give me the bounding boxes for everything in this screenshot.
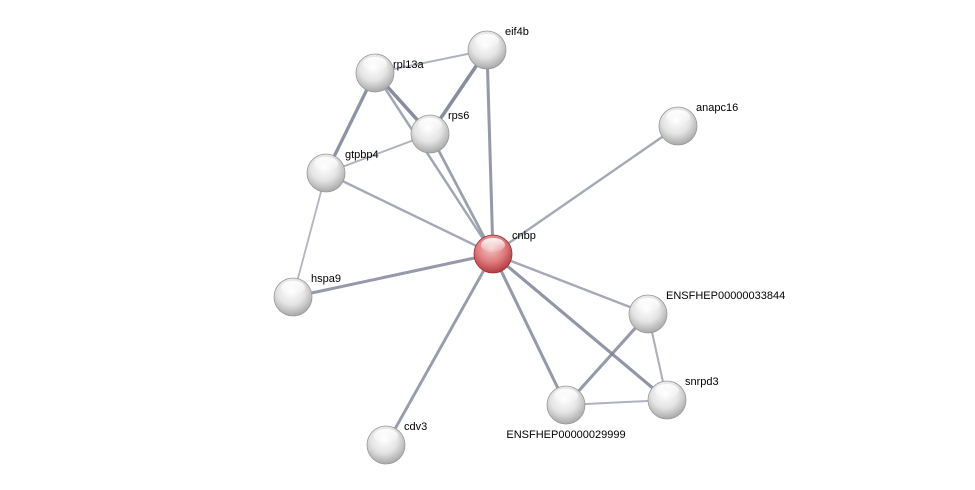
edge-gtpbp4-cnbp[interactable] (325, 171, 494, 256)
node-highlight (314, 157, 338, 171)
node-highlight (636, 298, 660, 312)
node-rps6[interactable] (410, 114, 450, 154)
node-label: anapc16 (696, 102, 738, 114)
node-label: hspa9 (311, 273, 341, 285)
edge-gtpbp4-hspa9[interactable] (292, 172, 327, 298)
node-anapc16[interactable] (658, 106, 698, 146)
edge-hspa9-cnbp[interactable] (292, 252, 494, 299)
node-rpl13a[interactable] (355, 53, 395, 93)
node-highlight (281, 281, 305, 295)
node-highlight (374, 429, 398, 443)
node-label: gtpbp4 (345, 149, 379, 161)
nodes-layer: rpl13a eif4b rps6 gtpbp4 anapc16 cnbp hspa9ENS… (273, 26, 785, 465)
edges-layer (292, 49, 679, 446)
node-eif4b[interactable] (467, 30, 507, 70)
edge-ENSFHEP00000033844-ENSFHEP00000029999[interactable] (564, 312, 650, 407)
edge-rpl13a-cnbp[interactable] (373, 72, 495, 255)
node-label: rpl13a (393, 59, 424, 71)
node-label: cdv3 (404, 421, 427, 433)
node-snrpd3[interactable] (647, 380, 687, 420)
node-label: snrpd3 (685, 376, 719, 388)
node-label: ENSFHEP00000029999 (506, 429, 625, 441)
node-gtpbp4[interactable] (306, 153, 346, 193)
node-cdv3[interactable] (366, 425, 406, 465)
node-highlight (418, 118, 442, 132)
edge-cnbp-cdv3[interactable] (384, 253, 495, 446)
node-label: cnbp (512, 230, 536, 242)
node-label: ENSFHEP00000033844 (666, 290, 785, 302)
edge-cnbp-ENSFHEP00000033844[interactable] (492, 252, 649, 316)
node-ENSFHEP00000029999[interactable] (546, 385, 586, 425)
edge-rps6-cnbp[interactable] (428, 133, 495, 255)
edge-cnbp-ENSFHEP00000029999[interactable] (491, 253, 568, 406)
node-highlight (655, 384, 679, 398)
node-highlight (363, 57, 387, 71)
edge-cnbp-snrpd3[interactable] (491, 252, 669, 402)
node-cnbp[interactable] (473, 234, 513, 274)
node-highlight (475, 34, 499, 48)
node-hspa9[interactable] (273, 277, 313, 317)
node-highlight (666, 110, 690, 124)
node-label: eif4b (505, 26, 529, 38)
node-ENSFHEP00000033844[interactable] (628, 294, 668, 334)
node-highlight (481, 238, 505, 252)
node-highlight (554, 389, 578, 403)
edge-eif4b-cnbp[interactable] (485, 49, 495, 255)
edge-anapc16-cnbp[interactable] (492, 125, 679, 255)
node-label: rps6 (448, 110, 469, 122)
